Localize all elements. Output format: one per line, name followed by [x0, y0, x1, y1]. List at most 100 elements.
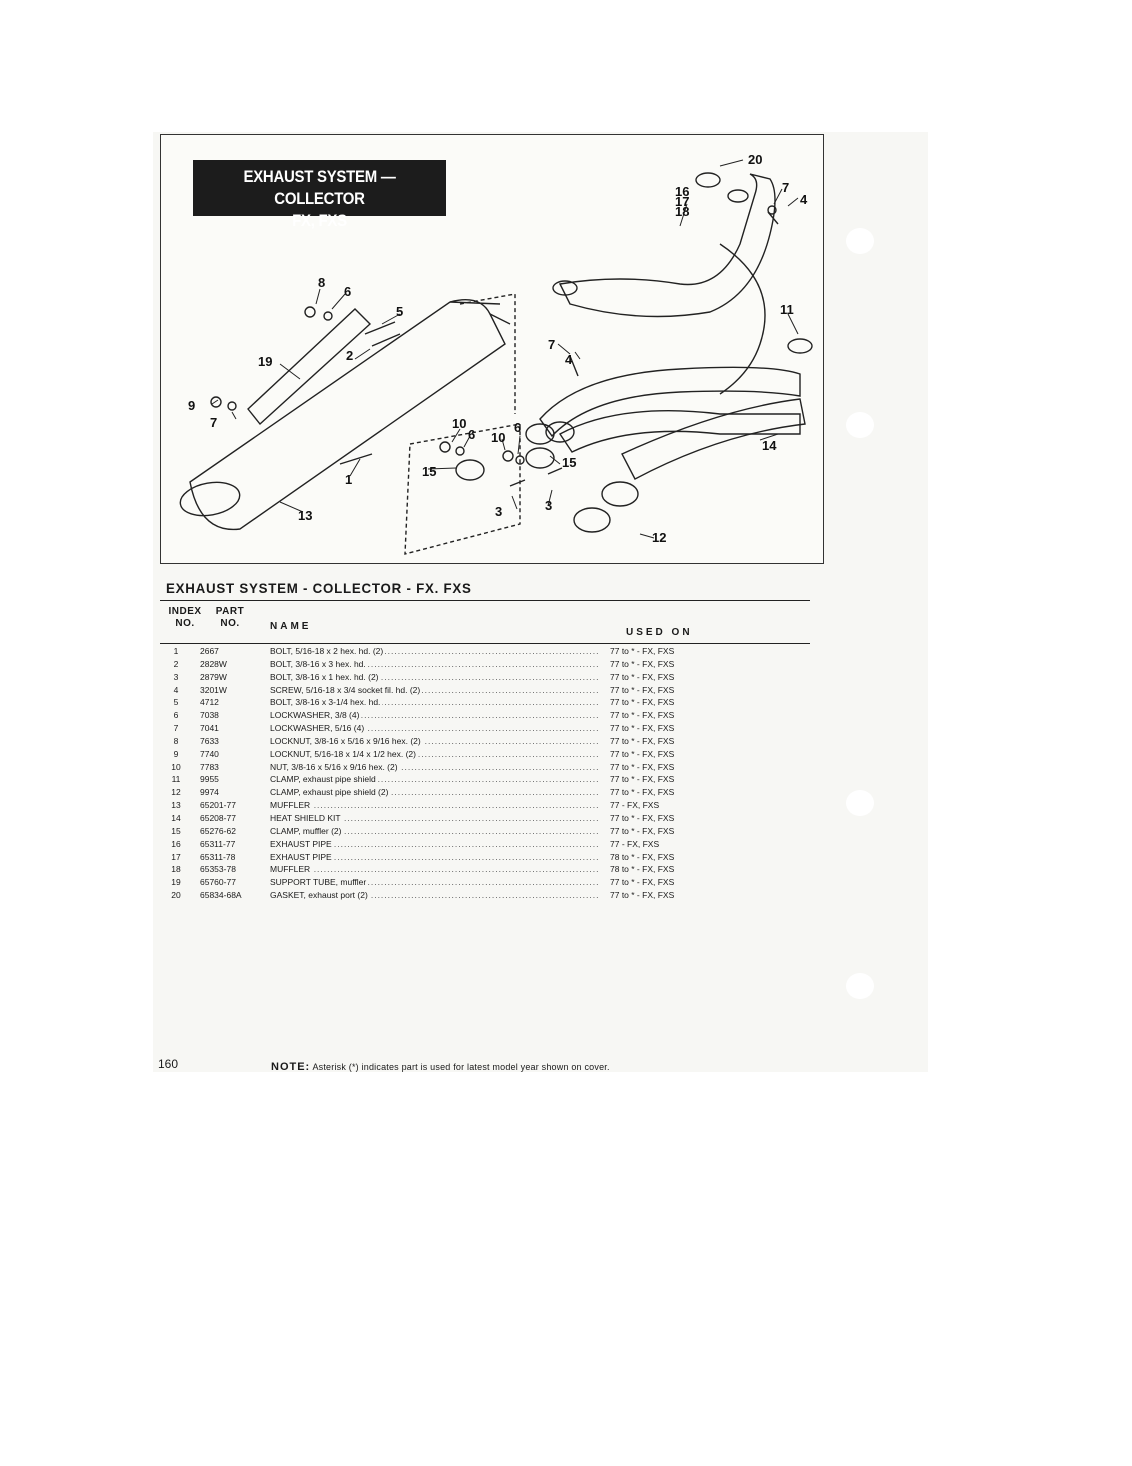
callout-1: 1 [345, 472, 352, 487]
callout-19: 19 [258, 354, 272, 369]
index-no: 8 [173, 735, 179, 746]
used-on: 77 to * - FX, FXS [610, 646, 675, 656]
part-no: 9974 [200, 787, 219, 798]
part-name: BOLT, 5/16-18 x 2 hex. hd. (2) [270, 645, 600, 658]
diagram-title-line1: EXHAUST SYSTEM — COLLECTOR [243, 167, 396, 208]
part-no: 4712 [200, 697, 219, 708]
callout-9: 9 [188, 398, 195, 413]
diagram-title-line2: FX, FXS [292, 211, 347, 230]
part-name: MUFFLER [270, 799, 600, 812]
callout-13: 13 [298, 508, 312, 523]
col-header-part: PART NO. [215, 606, 245, 629]
exhaust-pipe-upper [558, 173, 776, 318]
callout-6c: 6 [514, 420, 521, 435]
part-name: BOLT, 3/8-16 x 3 hex. hd. [270, 658, 600, 671]
exhaust-pipe-rear [558, 410, 801, 453]
used-on: 77 - FX, FXS [610, 800, 660, 811]
part-name: CLAMP, exhaust pipe shield [270, 773, 600, 786]
gasket-icon [695, 172, 721, 188]
callout-4: 4 [800, 192, 808, 207]
used-on: 77 to * - FX, FXS [610, 723, 675, 734]
callout-7: 7 [782, 180, 789, 195]
part-name: SCREW, 5/16-18 x 3/4 socket fil. hd. (2) [270, 684, 600, 697]
index-no: 20 [171, 890, 181, 901]
part-name: CLAMP, exhaust pipe shield (2) [270, 786, 600, 799]
callout-16: 16 [675, 184, 689, 199]
part-name: EXHAUST PIPE [270, 851, 600, 864]
part-name: BOLT, 3/8-16 x 1 hex. hd. (2) [270, 671, 600, 684]
callout-10: 10 [452, 416, 466, 431]
used-on: 77 - FX, FXS [610, 838, 660, 849]
index-no: 14 [171, 812, 181, 823]
used-on: 77 to * - FX, FXS [610, 735, 675, 746]
used-on: 77 to * - FX, FXS [610, 761, 675, 772]
header-rule [160, 643, 810, 644]
callout-3: 3 [495, 504, 502, 519]
part-name: SUPPORT TUBE, muffler [270, 876, 600, 889]
part-name: EXHAUST PIPE [270, 838, 600, 851]
index-no: 19 [171, 877, 181, 888]
part-no: 65208-77 [200, 812, 236, 823]
bolt-icon [339, 211, 779, 487]
part-name: LOCKWASHER, 3/8 (4) [270, 709, 600, 722]
part-no: 65311-77 [200, 838, 236, 849]
exploded-parts-diagram: 20 16 17 18 7 4 8 6 5 11 19 2 7 4 9 7 10… [179, 152, 813, 555]
index-no: 11 [171, 774, 181, 785]
part-name: LOCKNUT, 3/8-16 x 5/16 x 9/16 hex. (2) [270, 735, 600, 748]
callout-7c: 7 [210, 415, 217, 430]
part-name: CLAMP, muffler (2) [270, 825, 600, 838]
callout-10b: 10 [491, 430, 505, 445]
index-no: 15 [171, 825, 181, 836]
index-no: 16 [171, 838, 181, 849]
callout-8: 8 [318, 275, 325, 290]
used-on: 77 to * - FX, FXS [610, 658, 675, 669]
clamp-icon [787, 338, 813, 354]
part-no: 2879W [200, 671, 227, 682]
part-no: 65353-78 [200, 864, 236, 875]
callout-15b: 15 [562, 455, 576, 470]
callout-18: 18 [675, 204, 689, 219]
index-no: 9 [173, 748, 179, 759]
part-no: 2667 [200, 646, 219, 656]
callout-7b: 7 [548, 337, 555, 352]
used-on: 77 to * - FX, FXS [610, 812, 675, 823]
note-label: NOTE: [271, 1061, 311, 1073]
used-on: 77 to * - FX, FXS [610, 877, 675, 888]
part-no: 2828W [200, 658, 227, 669]
note-text: Asterisk (*) indicates part is used for … [312, 1062, 610, 1072]
part-no: 7740 [200, 748, 219, 759]
exhaust-pipe-front [539, 366, 801, 438]
part-no: 3201W [200, 684, 227, 695]
binder-hole [846, 973, 874, 999]
muffler-end-icon [179, 481, 241, 517]
part-no: 7038 [200, 710, 219, 721]
part-name: BOLT, 3/8-16 x 3-1/4 hex. hd. [270, 696, 600, 709]
title-underline [160, 600, 810, 601]
part-no: 65276-62 [200, 825, 236, 836]
part-name: MUFFLER [270, 863, 600, 876]
callout-17: 17 [675, 194, 689, 209]
callout-4b: 4 [565, 352, 573, 367]
callout-5: 5 [396, 304, 403, 319]
used-on: 77 to * - FX, FXS [610, 787, 675, 798]
part-no: 9955 [200, 774, 219, 785]
col-header-name: NAME [270, 621, 312, 632]
callout-12: 12 [652, 530, 666, 545]
callout-11: 11 [780, 302, 794, 317]
